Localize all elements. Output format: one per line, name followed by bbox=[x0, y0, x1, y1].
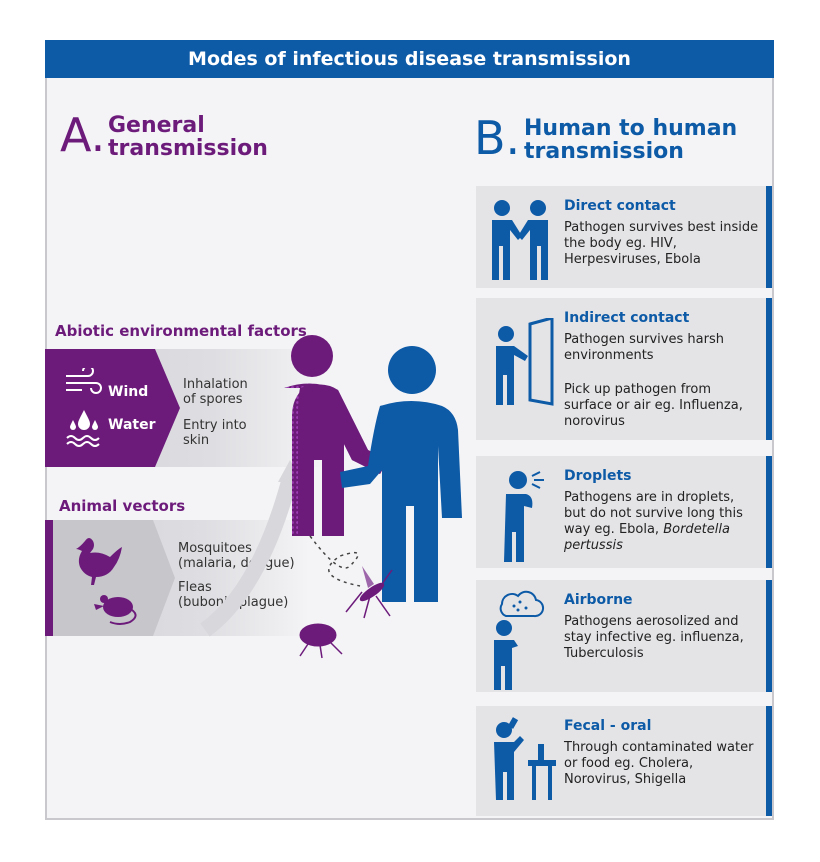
section-b-title-line2: transmission bbox=[524, 139, 684, 165]
vectors-accent-bar bbox=[45, 520, 53, 636]
drinking-icon bbox=[494, 717, 556, 800]
blue-person-head bbox=[388, 346, 436, 394]
card-accent-bar bbox=[766, 456, 772, 568]
card-text-italic: Bordetella pertussis bbox=[564, 521, 730, 553]
card-text-secondary: Pick up pathogen from surface or air eg.… bbox=[564, 382, 743, 429]
section-a-title: General transmission bbox=[108, 114, 308, 160]
card-accent-bar bbox=[766, 298, 772, 440]
wind-description: Inhalation of spores bbox=[183, 377, 248, 408]
chicken-icon bbox=[76, 538, 122, 585]
section-b-letter: B. bbox=[474, 111, 521, 165]
card-title: Fecal - oral bbox=[564, 718, 652, 734]
vectors-heading: Animal vectors bbox=[59, 497, 186, 515]
section-a-letter: A. bbox=[60, 108, 106, 162]
water-label: Water bbox=[108, 417, 156, 433]
water-desc-line2: skin bbox=[183, 432, 210, 448]
central-figures bbox=[200, 335, 462, 659]
card-text-plain: Pathogens are in droplets, but do not su… bbox=[564, 490, 743, 537]
card-accent-bar bbox=[766, 706, 772, 816]
card-accent-bar bbox=[766, 580, 772, 692]
abiotic-purple-block bbox=[45, 349, 155, 467]
card-indirect-contact: Indirect contact Pathogen survives harsh… bbox=[476, 298, 772, 440]
wind-label: Wind bbox=[108, 384, 149, 400]
card-title: Droplets bbox=[564, 468, 632, 484]
flea-desc-line1: Fleas bbox=[178, 580, 212, 595]
section-a-title-line2: transmission bbox=[108, 136, 268, 162]
blue-person-body bbox=[340, 401, 462, 602]
wind-icon bbox=[66, 368, 102, 394]
card-airborne: Airborne Pathogens aerosolized and stay … bbox=[476, 580, 772, 692]
section-b-title: Human to human transmission bbox=[524, 117, 764, 163]
card-text: Pathogens aerosolized and stay infective… bbox=[564, 614, 744, 661]
abiotic-arrow-notch bbox=[140, 349, 180, 467]
flea-icon bbox=[299, 623, 343, 659]
wind-desc-line1: Inhalation bbox=[183, 377, 248, 392]
card-direct-contact: Direct contact Pathogen survives best in… bbox=[476, 186, 772, 288]
flow-arrow bbox=[200, 475, 298, 637]
mosquito-desc-line1: Mosquitoes bbox=[178, 541, 252, 556]
door-icon bbox=[496, 318, 554, 406]
water-desc-line1: Entry into bbox=[183, 418, 247, 433]
page-title: Modes of infectious disease transmission bbox=[45, 40, 774, 78]
section-b-title-line1: Human to human bbox=[524, 116, 738, 141]
card-text: Pathogen survives best inside the body e… bbox=[564, 220, 759, 267]
card-title: Direct contact bbox=[564, 198, 676, 214]
purple-person-head bbox=[291, 335, 333, 377]
rat-icon bbox=[94, 595, 137, 625]
card-title: Indirect contact bbox=[564, 310, 690, 326]
abiotic-heading: Abiotic environmental factors bbox=[55, 322, 307, 340]
mosquito-icon bbox=[345, 566, 393, 619]
card-droplets: Droplets Pathogens are in droplets, but … bbox=[476, 456, 772, 568]
water-description: Entry into skin bbox=[183, 418, 247, 449]
section-a-title-line1: General bbox=[108, 113, 205, 138]
card-text: Pathogen survives harsh environments bbox=[564, 332, 724, 363]
sneeze-icon bbox=[504, 471, 544, 562]
handshake-icon bbox=[492, 200, 548, 280]
card-text: Pathogens are in droplets, but do not su… bbox=[564, 490, 759, 553]
card-accent-bar bbox=[766, 186, 772, 288]
water-icon bbox=[66, 410, 100, 447]
card-title: Airborne bbox=[564, 592, 633, 608]
wind-desc-line2: of spores bbox=[183, 391, 243, 407]
card-text: Through contaminated water or food eg. C… bbox=[564, 740, 754, 787]
card-fecal-oral: Fecal - oral Through contaminated water … bbox=[476, 706, 772, 816]
airborne-icon bbox=[494, 590, 545, 690]
